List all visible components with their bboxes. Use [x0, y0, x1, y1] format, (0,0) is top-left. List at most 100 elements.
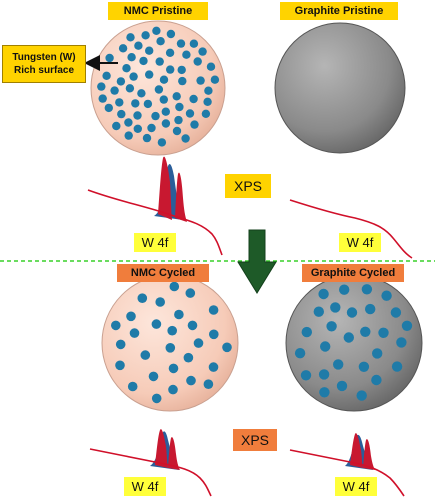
particle-dot [137, 293, 148, 304]
particle-dot [372, 348, 383, 359]
particle-dot [318, 369, 330, 380]
spectrum-baseline [89, 448, 212, 497]
particle-dot [196, 76, 205, 85]
particle-dot [116, 77, 126, 86]
particle-dot [360, 326, 371, 337]
particle-dot [118, 44, 128, 53]
w4f-peak-red [155, 429, 168, 468]
particle-dot [142, 133, 152, 143]
particle-dot [111, 320, 121, 331]
particle-dot [115, 339, 126, 350]
particle-dot [190, 120, 199, 129]
particle-dot [330, 302, 341, 313]
particle-dot [110, 86, 119, 95]
particle-dot [134, 41, 143, 50]
particle-dot [112, 121, 121, 131]
particle-dot [333, 359, 344, 370]
particle-dot [365, 303, 376, 315]
particle-dot [159, 75, 169, 84]
particle-dot [151, 393, 162, 404]
particle-dot [204, 86, 213, 95]
particle-dot [127, 53, 136, 62]
particle-dot [181, 134, 190, 143]
particle-dot [189, 94, 198, 104]
particle-dot [183, 352, 194, 363]
particle-dot [339, 284, 350, 295]
particle-dot [178, 76, 187, 86]
particle-dot [401, 320, 413, 331]
particle-dot [161, 107, 170, 116]
particle-dot [151, 319, 162, 329]
particle-dot [152, 26, 161, 35]
particle-dot [182, 50, 191, 59]
particle-dot [193, 338, 204, 348]
graphite-cycled-label: Graphite Cycled [302, 264, 404, 282]
particle-dot [159, 95, 168, 104]
w4f-peak-red [158, 156, 172, 220]
particle-dot [313, 306, 324, 317]
particle-dot [137, 89, 146, 98]
particle-dot [141, 31, 150, 40]
particle-dot [155, 57, 164, 66]
particle-dot [209, 329, 219, 340]
particle-dot [336, 380, 348, 392]
spectrum-top-left [87, 156, 223, 256]
particle-dot [371, 374, 382, 386]
particle-dot [165, 48, 175, 57]
particle-dot [203, 379, 214, 390]
particle-dot [222, 342, 232, 353]
particle-dot [208, 305, 219, 315]
w4f-label-bottom-right: W 4f [335, 477, 377, 496]
particle-dot [151, 111, 160, 121]
particle-dot [319, 387, 330, 398]
particle-dot [105, 53, 114, 63]
w4f-label-bottom-left: W 4f [124, 477, 166, 496]
w4f-label-top-right: W 4f [339, 233, 381, 252]
particle-dot [131, 99, 140, 108]
particle-dot [300, 370, 312, 381]
particle-dot [176, 39, 186, 48]
nmc-cycled-particle [101, 274, 239, 412]
w4f-peak-red [175, 172, 187, 222]
spectrum-baseline [87, 189, 223, 256]
particle-dot [172, 126, 182, 136]
tungsten-label-line-2: Rich surface [13, 65, 75, 76]
particle-dot [147, 123, 156, 133]
w4f-peak-red [168, 437, 180, 470]
particle-dot [167, 325, 177, 336]
particle-dot [127, 381, 138, 392]
graphite-pristine-label: Graphite Pristine [280, 2, 398, 20]
particle-dot [154, 85, 164, 94]
nmc-pristine-label: NMC Pristine [108, 2, 208, 20]
particle-dot [177, 65, 186, 75]
particle-dot [318, 288, 329, 300]
particle-dot [189, 39, 199, 48]
particle-dot [102, 71, 111, 81]
spectrum-bottom-left [89, 429, 212, 497]
xps-label-bottom: XPS [233, 429, 277, 451]
particle-dot [104, 103, 114, 113]
nmc-cycled-label: NMC Cycled [117, 264, 209, 282]
particle-dot [126, 33, 135, 42]
particle-dot [208, 362, 219, 372]
particle-dot [148, 371, 159, 382]
particle-dot [320, 341, 331, 352]
spectrum-top-right [289, 199, 413, 259]
particle-dot [98, 94, 107, 103]
particle-dot [174, 115, 183, 125]
particle-dot [294, 348, 306, 359]
particle-dot [169, 281, 180, 292]
particle-dot [390, 307, 402, 318]
cycling-arrow [237, 229, 277, 294]
particle-dot [346, 307, 358, 318]
particle-dot [210, 75, 220, 84]
w4f-label-top-left: W 4f [134, 233, 176, 252]
particle-dot [140, 350, 151, 360]
particle-dot [122, 63, 131, 73]
particle-dot [115, 360, 125, 371]
particle-dot [124, 131, 133, 140]
particle-dot [129, 72, 138, 81]
particle-dot [125, 84, 135, 93]
particle-dot [145, 46, 154, 55]
particle-dot [133, 111, 142, 120]
